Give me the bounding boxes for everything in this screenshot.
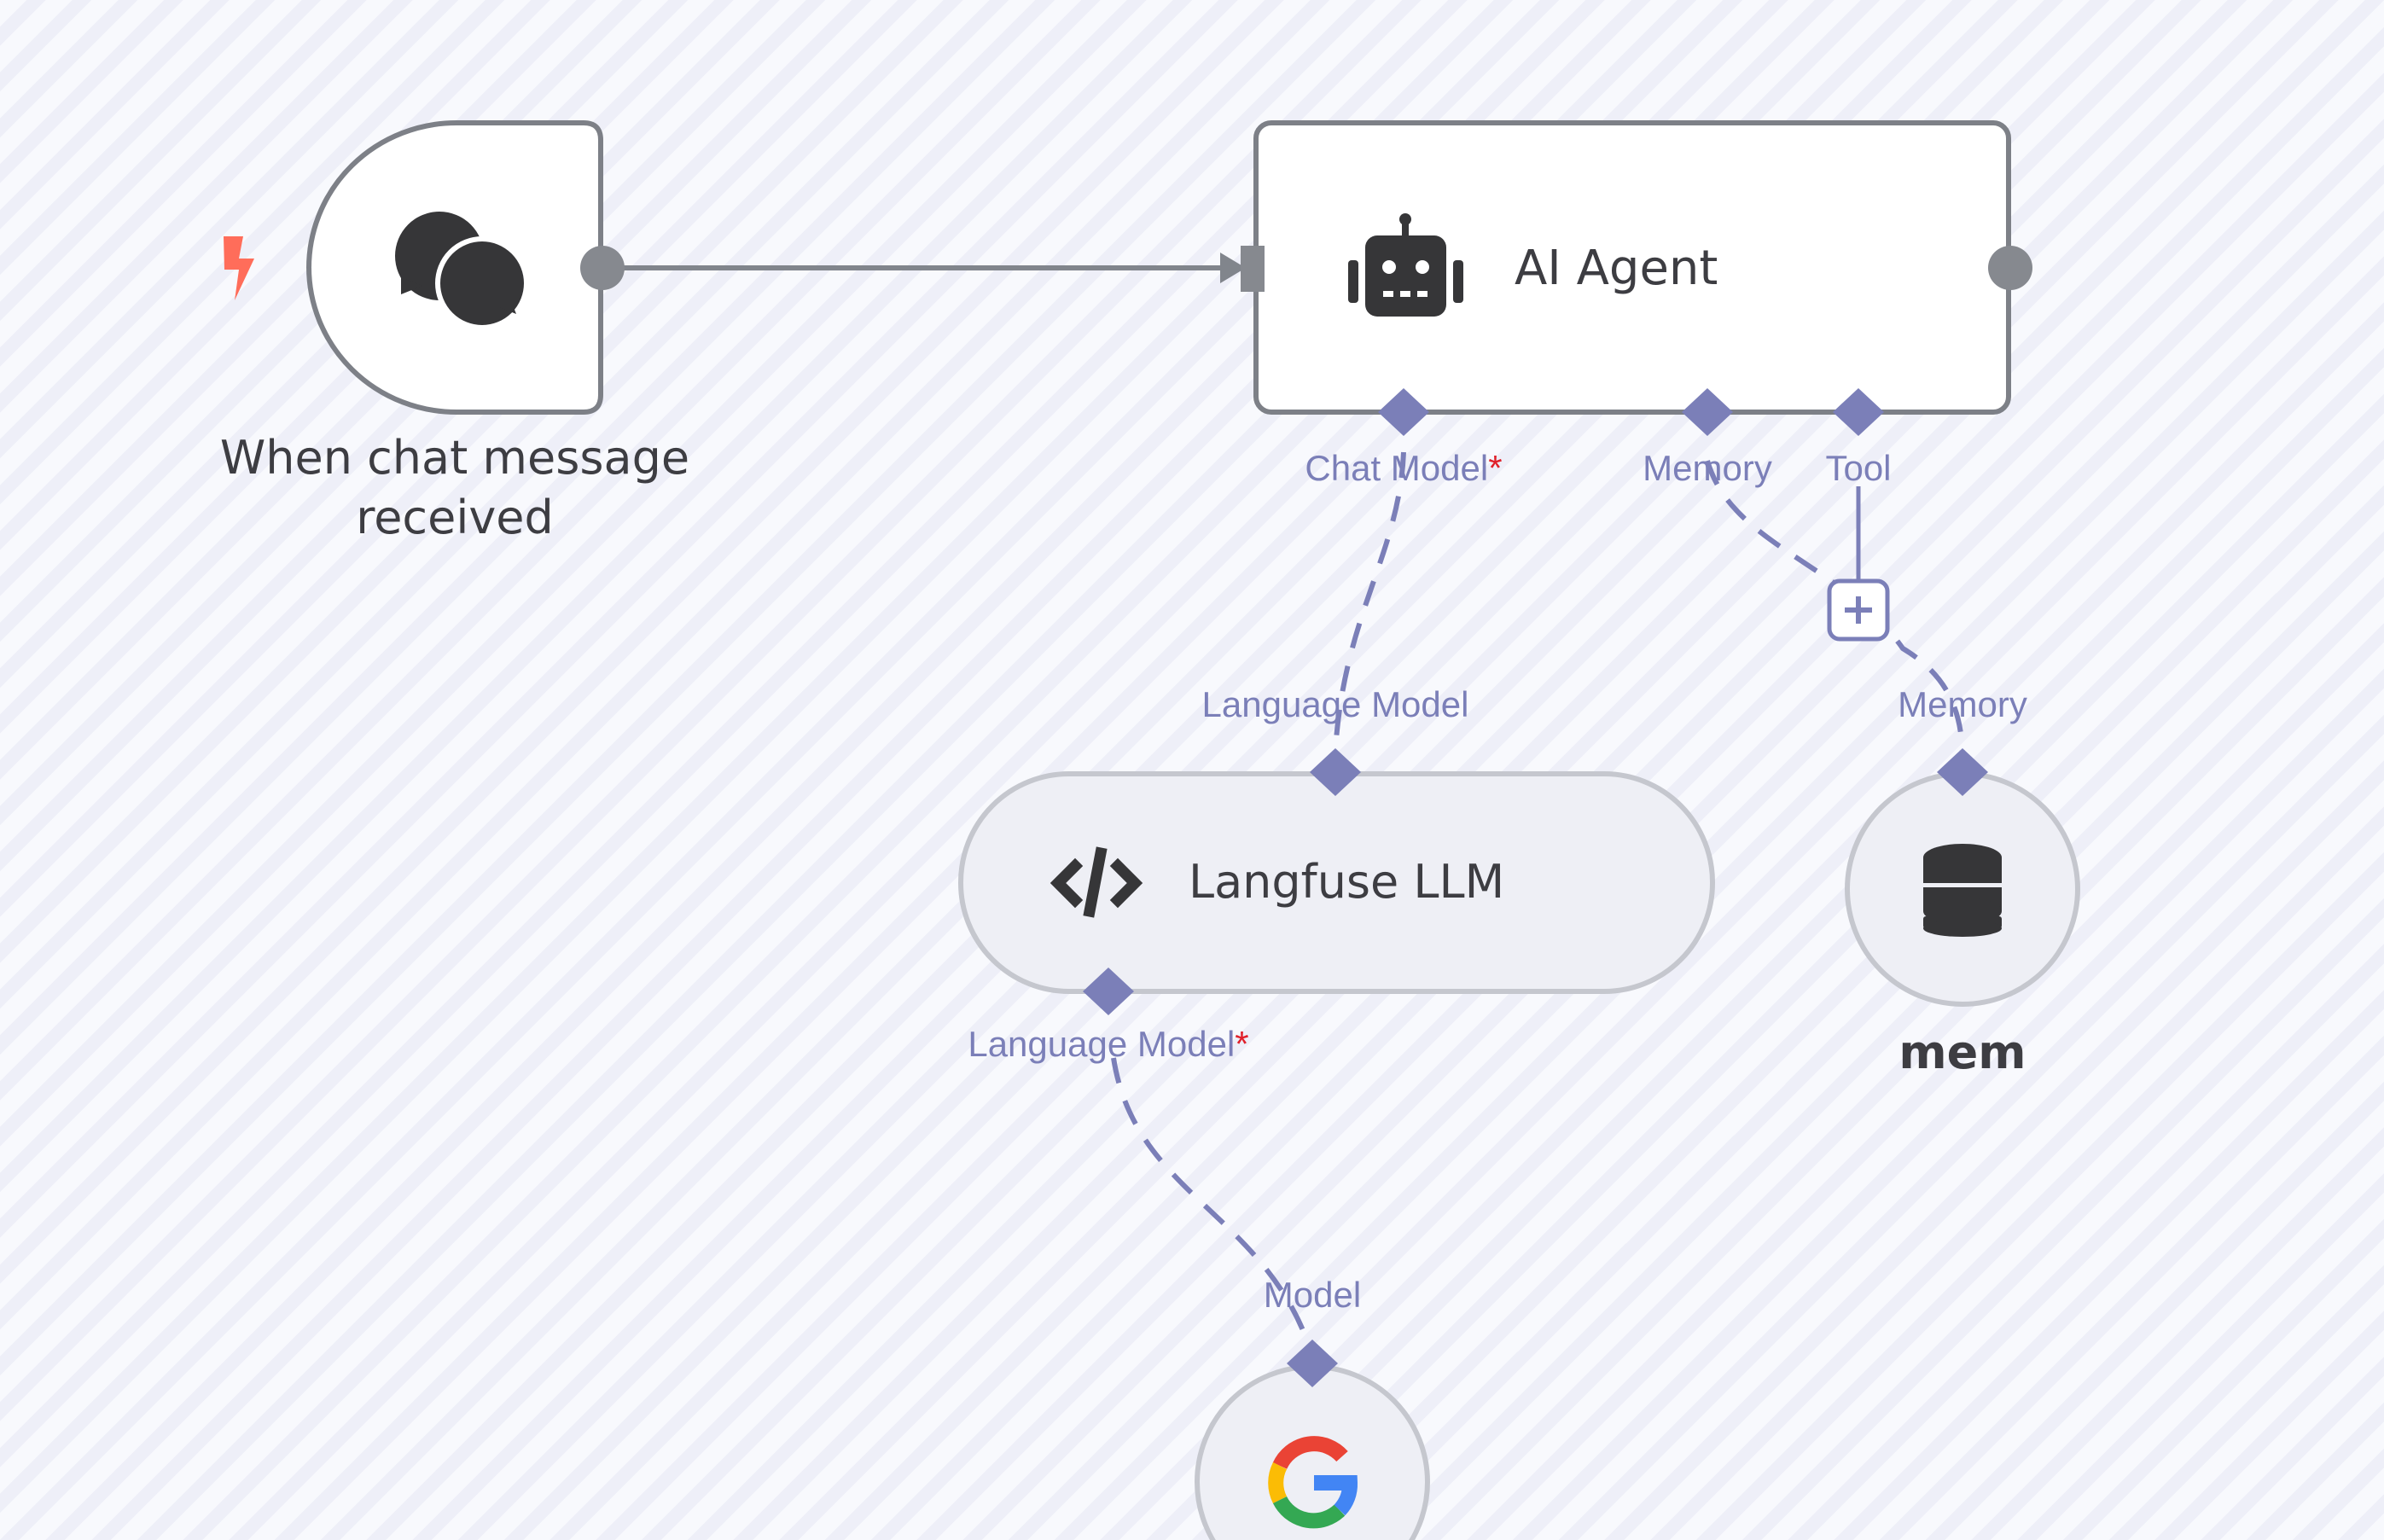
node-ai-agent[interactable]: AI Agent [1241,120,2032,415]
input-handle[interactable] [1241,246,1265,292]
port-label-memory-output: Memory [1898,684,2027,724]
memory-output-port[interactable] [1937,748,1988,796]
port-label-memory: Memory [1643,448,1772,488]
port-label-model: Model [1264,1275,1361,1315]
port-label-tool: Tool [1825,448,1891,488]
database-icon [1923,844,2002,937]
port-memory[interactable] [1682,388,1733,436]
robot-icon [1348,213,1463,317]
agent-title: AI Agent [1515,241,1718,296]
google-g-icon [1268,1436,1358,1529]
port-label-chat-model: Chat Model* [1305,448,1502,488]
language-model-connection[interactable] [1111,1057,1312,1349]
node-memory[interactable] [1845,771,2080,1007]
arrow-head-icon [1220,253,1246,283]
google-output-port[interactable] [1287,1340,1338,1387]
output-handle[interactable] [580,246,625,290]
port-label-langfuse-output: Language Model [1202,684,1469,724]
node-langfuse-llm[interactable]: Langfuse LLM [958,771,1715,994]
chat-bubbles-icon [395,212,529,330]
chat-model-connection[interactable] [1333,451,1406,752]
port-chat-model[interactable] [1378,388,1429,436]
memory-title: mem [1898,1026,2026,1079]
main-connection[interactable] [602,253,1246,283]
langfuse-title: Langfuse LLM [1189,855,1504,909]
port-tool[interactable] [1833,388,1884,436]
node-google-model[interactable] [1195,1364,1430,1540]
node-chat-trigger[interactable] [306,120,625,415]
trigger-title-line1: When chat message [220,431,689,485]
port-label-langfuse-input: Language Model* [968,1024,1248,1064]
trigger-title-line2: received [356,491,554,544]
lightning-bolt-icon [224,236,254,300]
langfuse-output-port[interactable] [1310,748,1361,796]
langfuse-input-port[interactable] [1083,968,1134,1015]
output-handle[interactable] [1988,246,2032,290]
code-icon [1050,846,1143,918]
add-tool-button[interactable] [1827,578,1890,642]
plus-icon [1845,596,1872,624]
